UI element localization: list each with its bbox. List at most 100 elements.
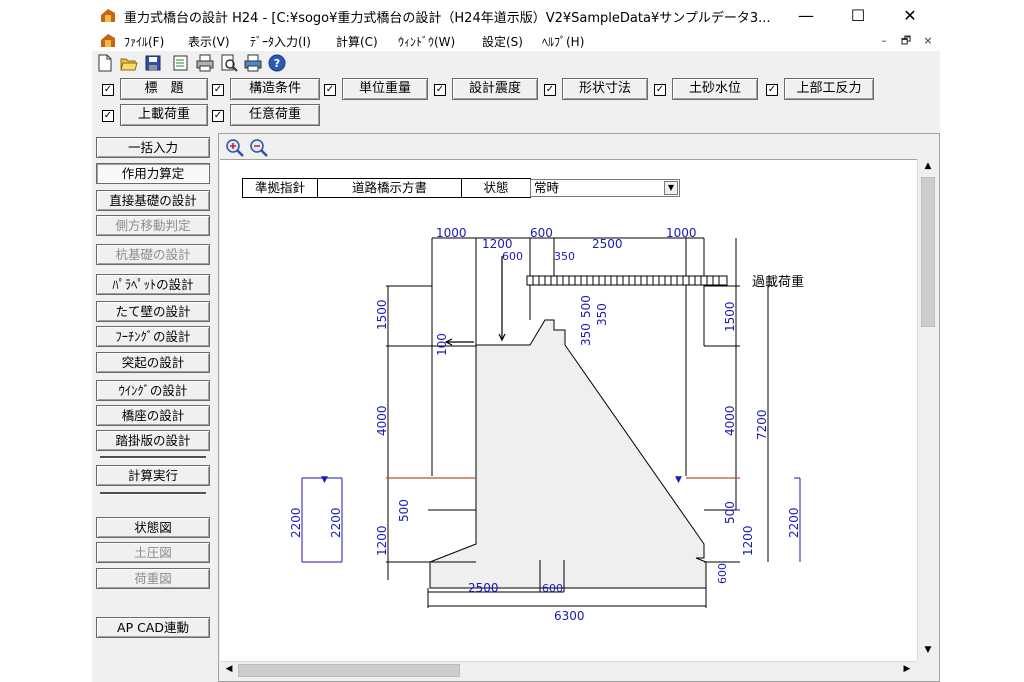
checkbox-structure[interactable]: ✓: [212, 84, 224, 96]
arbitrary-load-button[interactable]: 任意荷重: [230, 104, 320, 126]
footing-design-button[interactable]: ﾌｰﾁﾝｸﾞの設計: [96, 326, 210, 347]
water-level-icon: ▼: [321, 475, 328, 485]
dim-bottom-6300: 6300: [554, 609, 585, 623]
close-button[interactable]: ✕: [903, 6, 917, 25]
dim-right-500: 500: [723, 501, 737, 524]
menu-window[interactable]: ｳｨﾝﾄﾞｳ(W): [398, 35, 456, 49]
checkbox-surcharge[interactable]: ✓: [102, 110, 114, 122]
dim-right-7200: 7200: [755, 409, 769, 440]
dim-600: 600: [502, 250, 523, 263]
print-preview-icon[interactable]: [220, 54, 238, 72]
surcharge-label: 過載荷重: [752, 274, 804, 290]
projection-design-button[interactable]: 突起の設計: [96, 352, 210, 373]
wing-design-button[interactable]: ｳｲﾝｸﾞの設計: [96, 380, 210, 401]
drawing-canvas[interactable]: 準拠指針 道路橋示方書 状態 常時 ▼: [220, 159, 917, 661]
checkbox-shape[interactable]: ✓: [544, 84, 556, 96]
pile-foundation-button[interactable]: 杭基礎の設計: [96, 244, 210, 265]
state-select[interactable]: 常時 ▼: [530, 179, 680, 197]
checkbox-title[interactable]: ✓: [102, 84, 114, 96]
structure-conditions-button[interactable]: 構造条件: [230, 78, 320, 100]
abutment-drawing: ▼ ▼: [289, 226, 804, 623]
help-icon[interactable]: ?: [268, 54, 286, 72]
print-setup-icon[interactable]: [244, 54, 262, 72]
superstructure-reaction-button[interactable]: 上部工反力: [784, 78, 874, 100]
dim-right-4000: 4000: [723, 405, 737, 436]
spec-value: 道路橋示方書: [317, 178, 462, 198]
new-file-icon[interactable]: [96, 54, 114, 72]
dim-bottom-600-v: 600: [716, 563, 729, 584]
approach-slab-button[interactable]: 踏掛版の設計: [96, 430, 210, 451]
checkbox-seismic[interactable]: ✓: [434, 84, 446, 96]
earth-pressure-diagram-button[interactable]: 土圧図: [96, 542, 210, 563]
menu-data-input[interactable]: ﾃﾞｰﾀ入力(I): [250, 35, 311, 49]
vertical-wall-button[interactable]: たて壁の設計: [96, 301, 210, 322]
scroll-left-icon[interactable]: ◀: [225, 664, 233, 674]
separator: [100, 492, 206, 495]
svg-text:?: ?: [274, 57, 280, 70]
dim-top-600: 600: [530, 226, 553, 240]
dim-left-1500: 1500: [375, 299, 389, 330]
seismic-coefficient-button[interactable]: 設計震度: [452, 78, 538, 100]
checkbox-unit-weight[interactable]: ✓: [324, 84, 336, 96]
save-icon[interactable]: [144, 54, 162, 72]
calc-run-button[interactable]: 計算実行: [96, 465, 210, 486]
water-level-icon: ▼: [675, 475, 682, 485]
dim-top-right-1000: 1000: [666, 226, 697, 240]
zoom-in-icon[interactable]: [225, 138, 245, 158]
checkbox-soil-water[interactable]: ✓: [654, 84, 666, 96]
dim-left-500: 500: [397, 499, 411, 522]
dim-right-2200: 2200: [787, 507, 801, 538]
print-icon[interactable]: [196, 54, 214, 72]
edit-icon[interactable]: [172, 54, 190, 72]
minimize-button[interactable]: —: [798, 6, 814, 25]
checkbox-arbitrary-load[interactable]: ✓: [212, 110, 224, 122]
dim-left-1200: 1200: [375, 525, 389, 556]
state-select-value: 常時: [534, 180, 560, 195]
dim-left-4000: 4000: [375, 405, 389, 436]
dim-left-2200-a: 2200: [289, 507, 303, 538]
state-diagram-button[interactable]: 状態図: [96, 517, 210, 538]
dim-top-left-1000: 1000: [436, 226, 467, 240]
scroll-down-icon[interactable]: ▼: [924, 645, 932, 655]
horizontal-scrollbar[interactable]: ◀ ▶: [220, 661, 917, 679]
dim-left-100: 100: [435, 333, 449, 356]
open-folder-icon[interactable]: [120, 54, 138, 72]
direct-foundation-button[interactable]: 直接基礎の設計: [96, 190, 210, 211]
scroll-up-icon[interactable]: ▲: [924, 161, 932, 171]
unit-weight-button[interactable]: 単位重量: [342, 78, 428, 100]
ap-cad-link-button[interactable]: AP CAD連動: [96, 617, 210, 638]
horizontal-scroll-thumb[interactable]: [238, 664, 460, 677]
title-button[interactable]: 標 題: [120, 78, 208, 100]
action-force-button[interactable]: 作用力算定: [96, 163, 210, 184]
lateral-movement-button[interactable]: 側方移動判定: [96, 215, 210, 236]
chevron-down-icon[interactable]: ▼: [664, 181, 678, 195]
menu-settings[interactable]: 設定(S): [482, 35, 523, 49]
menu-file[interactable]: ﾌｧｲﾙ(F): [124, 35, 165, 49]
parapet-design-button[interactable]: ﾊﾟﾗﾍﾟｯﾄの設計: [96, 274, 210, 295]
dim-mid-350: 350: [595, 303, 609, 326]
vertical-scrollbar[interactable]: ▲ ▼: [917, 159, 937, 661]
batch-input-button[interactable]: 一括入力: [96, 137, 210, 158]
spec-label: 準拠指針: [242, 178, 318, 198]
maximize-button[interactable]: ☐: [850, 6, 866, 25]
window-title: 重力式橋台の設計 H24 - [C:¥sogo¥重力式橋台の設計（H24年道示版…: [124, 11, 771, 26]
surcharge-load-button[interactable]: 上載荷重: [120, 104, 208, 126]
scroll-right-icon[interactable]: ▶: [903, 664, 911, 674]
toolbar: ?: [92, 51, 940, 75]
mdi-restore-button[interactable]: 🗗: [900, 34, 912, 47]
abutment-body: [429, 319, 707, 589]
bridge-seat-button[interactable]: 橋座の設計: [96, 405, 210, 426]
mdi-close-button[interactable]: ×: [923, 34, 933, 47]
shape-dimensions-button[interactable]: 形状寸法: [562, 78, 648, 100]
menu-calculate[interactable]: 計算(C): [336, 35, 378, 49]
vertical-scroll-thumb[interactable]: [921, 177, 935, 327]
load-diagram-button[interactable]: 荷重図: [96, 568, 210, 589]
zoom-out-icon[interactable]: [249, 138, 269, 158]
menu-view[interactable]: 表示(V): [188, 35, 230, 49]
soil-water-level-button[interactable]: 土砂水位: [672, 78, 758, 100]
menu-help[interactable]: ﾍﾙﾌﾟ(H): [542, 35, 585, 49]
checkbox-superstructure[interactable]: ✓: [766, 84, 778, 96]
dim-right-1500: 1500: [723, 301, 737, 332]
mdi-minimize-button[interactable]: –: [881, 34, 887, 47]
document-icon[interactable]: [100, 32, 116, 48]
